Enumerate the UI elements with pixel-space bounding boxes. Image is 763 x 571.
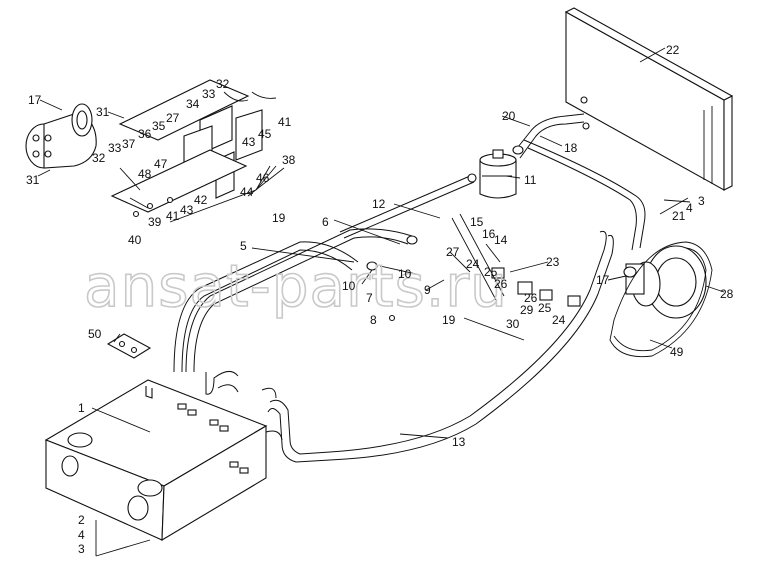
callout-label: 39 <box>148 215 162 229</box>
receiver-drier-icon <box>479 149 517 199</box>
callout-labels: 1 2 3 4 5 6 7 8 9 10 10 11 12 13 14 15 1… <box>26 43 734 556</box>
callout-label: 35 <box>152 119 166 133</box>
callout-label: 10 <box>398 267 412 281</box>
callout-label: 26 <box>494 277 508 291</box>
callout-label: 22 <box>666 43 680 57</box>
callout-label: 7 <box>366 291 373 305</box>
callout-label: 29 <box>520 303 534 317</box>
callout-label: 32 <box>216 77 230 91</box>
callout-label: 19 <box>272 211 286 225</box>
callout-label: 24 <box>466 257 480 271</box>
callout-label: 45 <box>258 127 272 141</box>
fittings-icon <box>366 145 637 322</box>
callout-label: 41 <box>278 115 292 129</box>
callout-label: 13 <box>452 435 466 449</box>
belt-icon <box>609 241 713 358</box>
callout-label: 17 <box>596 273 610 287</box>
callout-label: 9 <box>424 283 431 297</box>
callout-label: 40 <box>128 233 142 247</box>
callout-label: 25 <box>538 301 552 315</box>
watermark-text: ansat-parts.ru <box>84 252 508 320</box>
callout-label: 14 <box>494 233 508 247</box>
compressor-icon <box>25 103 97 169</box>
callout-label: 46 <box>256 171 270 185</box>
callout-label: 49 <box>670 345 684 359</box>
callout-label: 25 <box>484 265 498 279</box>
callout-label: 31 <box>26 173 40 187</box>
bracket-assembly-icon <box>110 79 277 218</box>
callout-label: 38 <box>282 153 296 167</box>
callout-label: 50 <box>88 327 102 341</box>
callout-label: 21 <box>672 209 686 223</box>
callout-label: 6 <box>322 215 329 229</box>
callout-label: 4 <box>78 528 85 542</box>
callout-label: 27 <box>166 111 180 125</box>
callout-label: 26 <box>524 291 538 305</box>
callout-label: 16 <box>482 227 496 241</box>
callout-label: 33 <box>202 87 216 101</box>
callout-label: 32 <box>92 151 106 165</box>
callout-label: 20 <box>502 109 516 123</box>
callout-label: 17 <box>28 93 42 107</box>
callout-label: 36 <box>138 127 152 141</box>
callout-label: 30 <box>506 317 520 331</box>
condenser-icon <box>564 7 734 191</box>
callout-label: 34 <box>186 97 200 111</box>
evaporator-unit-icon <box>44 379 268 541</box>
callout-label: 19 <box>442 313 456 327</box>
callout-label: 5 <box>240 239 247 253</box>
callout-label: 12 <box>372 197 386 211</box>
callout-label: 27 <box>446 245 460 259</box>
callout-label: 42 <box>194 193 208 207</box>
callout-label: 47 <box>154 157 168 171</box>
callout-label: 15 <box>470 215 484 229</box>
callout-label: 48 <box>138 167 152 181</box>
hose-lines <box>173 113 646 463</box>
callout-label: 1 <box>78 401 85 415</box>
callout-label: 8 <box>370 313 377 327</box>
callout-label: 24 <box>552 313 566 327</box>
callout-label: 37 <box>122 137 136 151</box>
callout-label: 44 <box>240 185 254 199</box>
callout-label: 41 <box>166 209 180 223</box>
pulley-icon <box>625 245 707 319</box>
callout-label: 11 <box>524 173 537 187</box>
callout-label: 3 <box>78 542 85 556</box>
callout-label: 43 <box>180 203 194 217</box>
callout-label: 18 <box>564 141 578 155</box>
callout-label: 43 <box>242 135 256 149</box>
callout-label: 23 <box>546 255 560 269</box>
bracket-plate-icon <box>106 333 152 359</box>
callout-label: 28 <box>720 287 734 301</box>
callout-label: 3 <box>698 194 705 208</box>
callout-label: 4 <box>686 201 693 215</box>
callout-label: 33 <box>108 141 122 155</box>
callout-label: 10 <box>342 279 356 293</box>
callout-label: 31 <box>96 105 110 119</box>
callout-label: 2 <box>78 513 85 527</box>
leader-lines <box>37 47 725 557</box>
